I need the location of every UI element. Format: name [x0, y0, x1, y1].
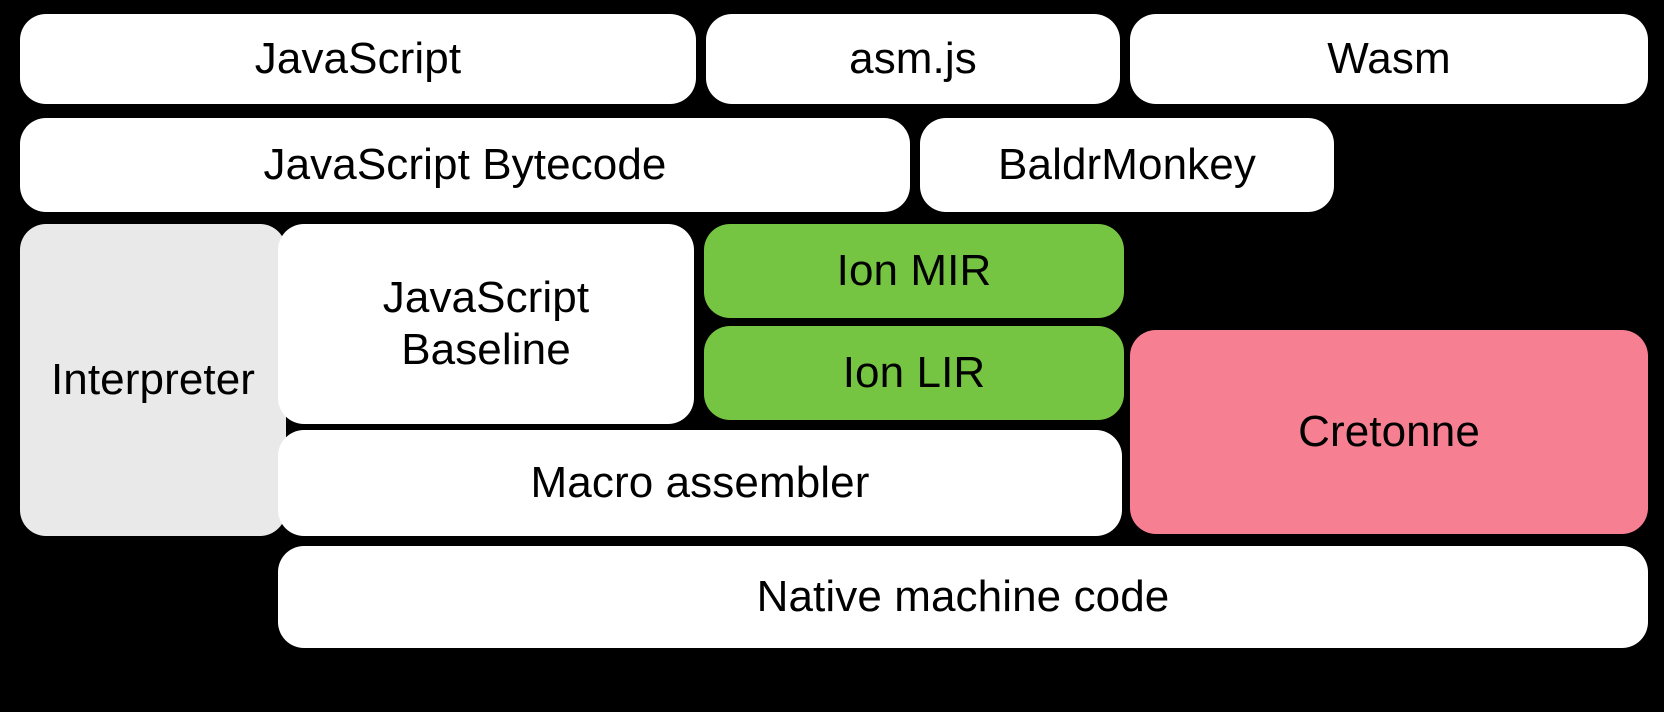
node-interpreter: Interpreter	[20, 224, 286, 536]
node-ion-lir: Ion LIR	[704, 326, 1124, 420]
node-asmjs: asm.js	[706, 14, 1120, 104]
node-javascript: JavaScript	[20, 14, 696, 104]
node-js-baseline: JavaScript Baseline	[278, 224, 694, 424]
node-wasm: Wasm	[1130, 14, 1648, 104]
node-ion-mir: Ion MIR	[704, 224, 1124, 318]
node-macro-assembler: Macro assembler	[278, 430, 1122, 536]
node-baldrmonkey: BaldrMonkey	[920, 118, 1334, 212]
node-js-bytecode: JavaScript Bytecode	[20, 118, 910, 212]
node-cretonne: Cretonne	[1130, 330, 1648, 534]
node-native-code: Native machine code	[278, 546, 1648, 648]
